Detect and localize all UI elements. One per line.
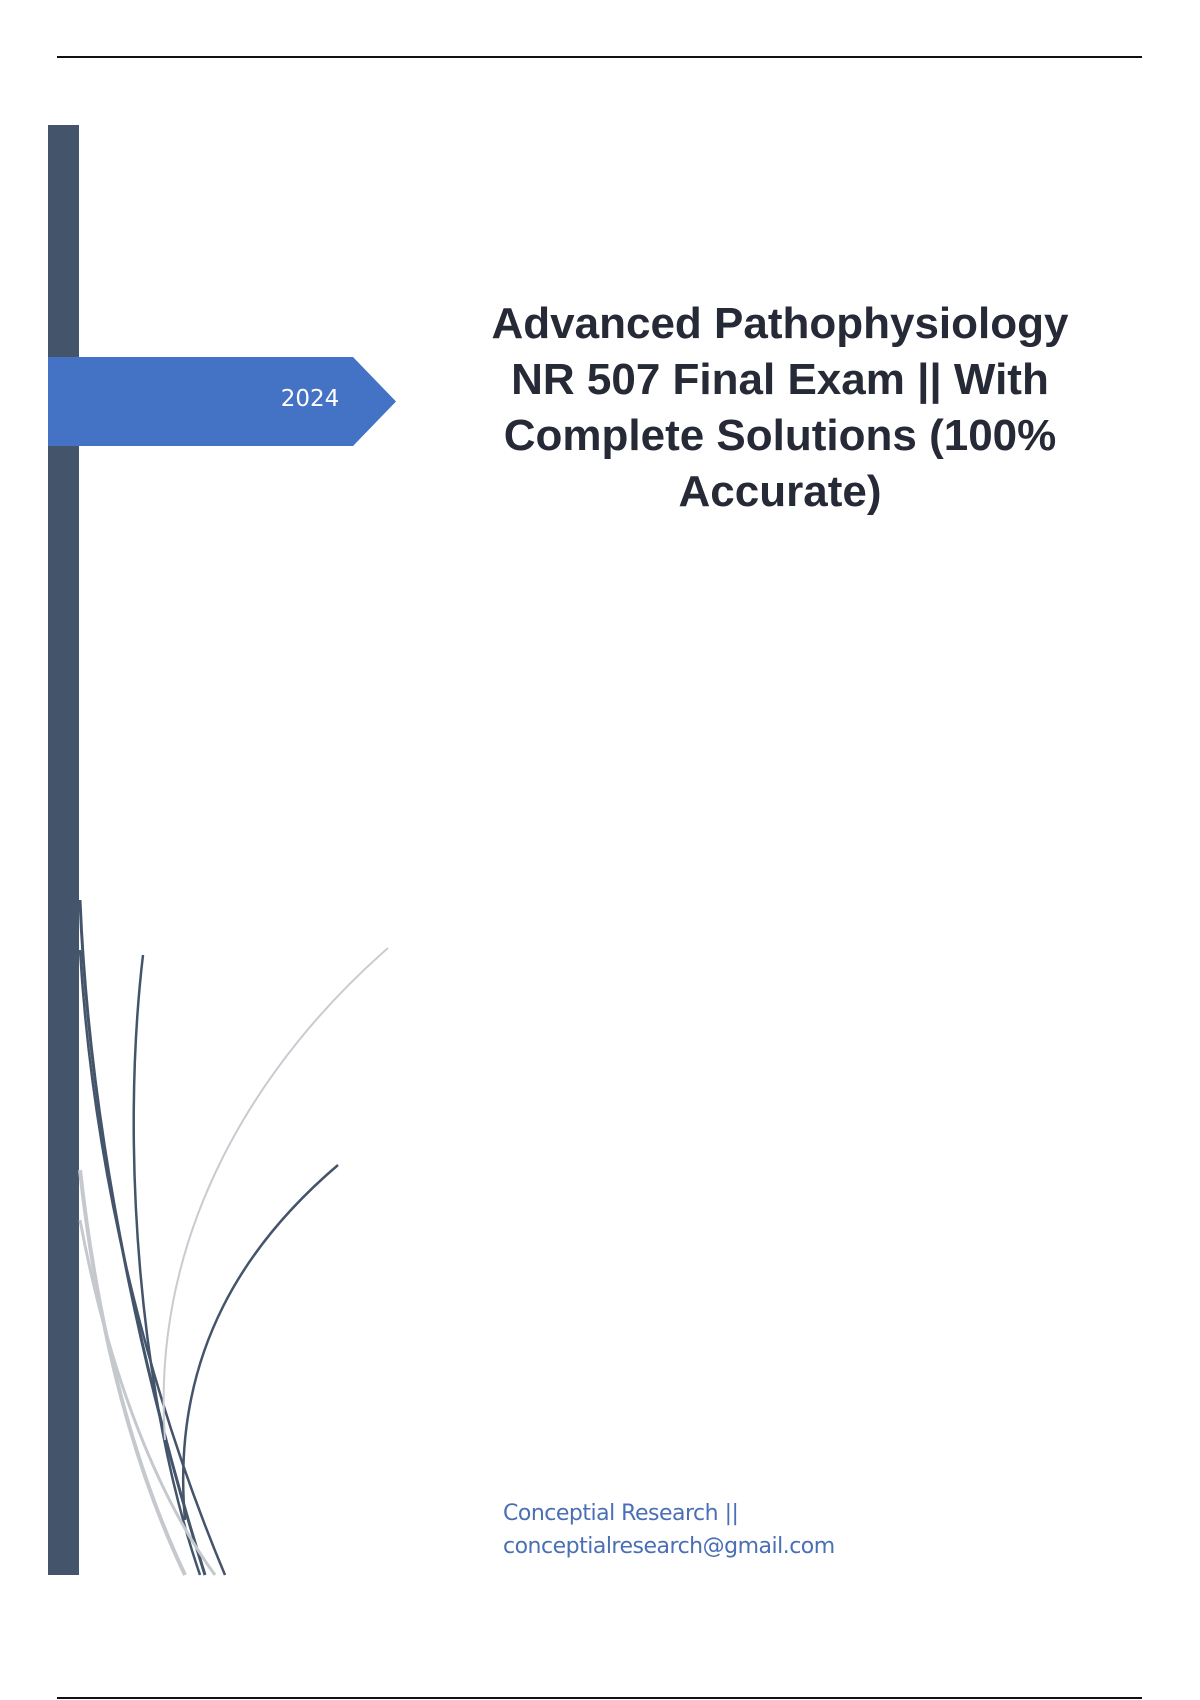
footer-rule xyxy=(57,1697,1142,1699)
author-email: conceptialresearch@gmail.com xyxy=(503,1534,835,1559)
document-title: Advanced Pathophysiology NR 507 Final Ex… xyxy=(491,299,1069,516)
header-rule xyxy=(57,56,1142,58)
author-name: Conceptial Research || xyxy=(503,1501,739,1526)
year-ribbon xyxy=(48,357,396,446)
year-label: 2024 xyxy=(280,386,340,412)
author-info: Conceptial Research || conceptialresearc… xyxy=(503,1497,835,1563)
